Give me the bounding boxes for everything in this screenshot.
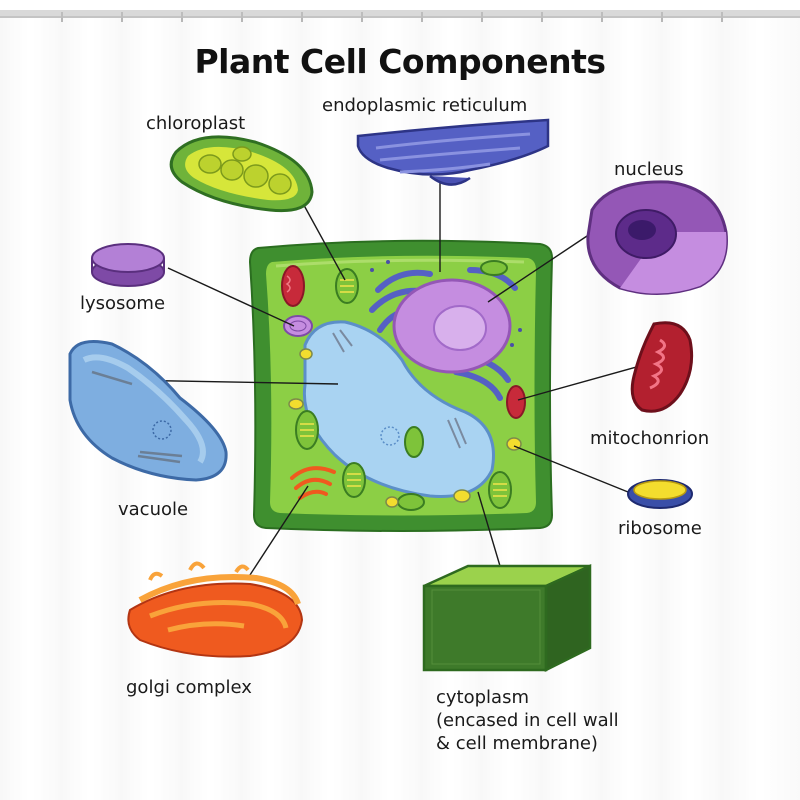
chloroplast-illustration: [169, 135, 314, 213]
cell-vacuole: [302, 320, 495, 498]
vacuole-illustration: [68, 340, 228, 482]
label-endoplasmic-reticulum: endoplasmic reticulum: [322, 95, 528, 116]
cytoplasm-illustration: [422, 564, 592, 673]
cell-lysosome: [283, 315, 313, 337]
label-ribosome: ribosome: [618, 518, 702, 539]
cell-golgi: [290, 466, 336, 500]
ribosome-illustration: [627, 479, 693, 509]
cell-mitochondria: [281, 265, 526, 419]
label-nucleus: nucleus: [614, 159, 684, 180]
cell-chloroplast-stripes: [300, 279, 507, 497]
mitochondrion-illustration: [630, 321, 694, 413]
label-cytoplasm-line1: cytoplasm: [436, 687, 529, 708]
lysosome-illustration: [91, 243, 165, 287]
label-chloroplast: chloroplast: [146, 113, 246, 134]
cell-ribosomes: [288, 348, 522, 508]
label-lysosome: lysosome: [80, 293, 166, 314]
cell-nucleus: [392, 278, 512, 374]
label-cytoplasm-line2: (encased in cell wall: [436, 710, 619, 731]
golgi-illustration: [127, 561, 304, 658]
curtain-rod: [0, 10, 800, 18]
label-vacuole: vacuole: [118, 499, 189, 520]
label-mitochondrion: mitochonrion: [590, 428, 710, 449]
label-golgi-complex: golgi complex: [126, 677, 252, 698]
label-cytoplasm-line3: & cell membrane): [436, 733, 598, 754]
page-title: Plant Cell Components: [194, 42, 606, 81]
nucleus-illustration: [586, 180, 728, 295]
er-illustration: [356, 118, 550, 186]
